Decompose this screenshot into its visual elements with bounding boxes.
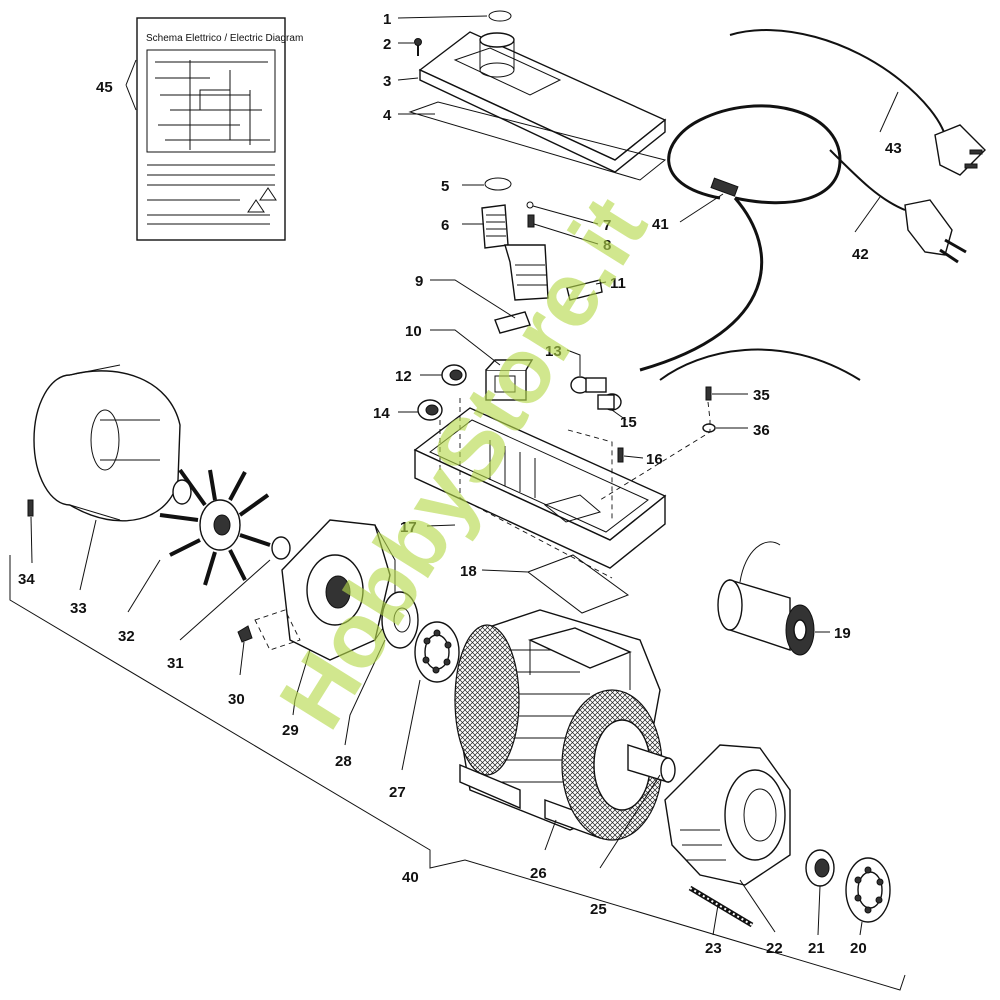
bearing-27 <box>414 621 460 683</box>
label-30: 30 <box>228 691 245 708</box>
stator-winding <box>561 689 663 841</box>
ground-washer <box>702 423 716 433</box>
label-42: 42 <box>852 246 869 263</box>
circlip-ring <box>488 10 512 22</box>
assembly-bracket <box>9 555 906 991</box>
terminal-cover <box>418 31 667 173</box>
fan-impeller <box>159 468 271 586</box>
label-3: 3 <box>383 73 391 90</box>
o-ring <box>484 177 512 191</box>
label-32: 32 <box>118 628 135 645</box>
label-28: 28 <box>335 753 352 770</box>
ground-screw <box>705 386 712 401</box>
label-22: 22 <box>766 940 783 957</box>
label-34: 34 <box>18 571 35 588</box>
cover-screw <box>414 38 422 46</box>
switch-block <box>485 359 534 401</box>
terminal-box-base <box>413 407 667 569</box>
electric-diagram-sheet: Schema Elettrico / Electric Diagram <box>136 17 303 241</box>
bearing-20 <box>845 857 891 923</box>
sheet-title: Schema Elettrico / Electric Diagram <box>146 33 303 44</box>
power-cable-43 <box>729 29 946 136</box>
cable-gland-13 <box>570 376 607 394</box>
base-gasket <box>526 554 630 614</box>
label-8: 8 <box>603 237 611 254</box>
label-13: 13 <box>545 343 562 360</box>
label-45: 45 <box>96 79 113 96</box>
label-26: 26 <box>530 865 547 882</box>
label-17: 17 <box>400 519 417 536</box>
shaft-seal <box>805 849 835 887</box>
plug-schuko <box>904 199 967 264</box>
label-9: 9 <box>415 273 423 290</box>
box-screw <box>617 447 624 463</box>
label-25: 25 <box>590 901 607 918</box>
rear-endshield <box>281 519 396 661</box>
fan-cover <box>33 364 181 522</box>
cable-gland-15 <box>597 393 622 411</box>
label-6: 6 <box>441 217 449 234</box>
fan-cover-screw <box>27 499 34 517</box>
label-40: 40 <box>402 869 419 886</box>
label-1: 1 <box>383 11 391 28</box>
seal-ring <box>271 536 291 560</box>
label-33: 33 <box>70 600 87 617</box>
cover-gasket <box>408 101 667 181</box>
label-15: 15 <box>620 414 637 431</box>
rear-bearing-housing <box>381 591 419 649</box>
power-cable-41 <box>639 104 842 372</box>
label-14: 14 <box>373 405 390 422</box>
label-36: 36 <box>753 422 770 439</box>
label-43: 43 <box>885 140 902 157</box>
label-35: 35 <box>753 387 770 404</box>
front-endshield <box>664 744 791 886</box>
label-5: 5 <box>441 178 449 195</box>
switch-cap <box>494 311 531 334</box>
capacitor <box>717 541 815 656</box>
label-2: 2 <box>383 36 391 53</box>
tie-rod <box>688 885 754 928</box>
rear-dashed-plate <box>254 609 301 651</box>
label-27: 27 <box>389 784 406 801</box>
label-31: 31 <box>167 655 184 672</box>
label-10: 10 <box>405 323 422 340</box>
label-7: 7 <box>603 217 611 234</box>
leader-lines <box>30 15 899 936</box>
bracket-plate <box>566 279 603 301</box>
label-20: 20 <box>850 940 867 957</box>
power-cable-42 <box>659 149 906 381</box>
plug-uk <box>934 124 986 176</box>
label-19: 19 <box>834 625 851 642</box>
rotor-shaft <box>627 744 676 783</box>
label-21: 21 <box>808 940 825 957</box>
rear-nut <box>237 625 253 643</box>
label-16: 16 <box>646 451 663 468</box>
cable-clamp <box>481 204 549 301</box>
label-29: 29 <box>282 722 299 739</box>
label-41: 41 <box>652 216 669 233</box>
label-12: 12 <box>395 368 412 385</box>
label-11: 11 <box>610 275 626 292</box>
label-18: 18 <box>460 563 477 580</box>
part-labels: 1 2 3 4 5 6 7 8 9 10 11 12 13 14 15 16 1… <box>18 11 902 957</box>
label-23: 23 <box>705 940 722 957</box>
label-4: 4 <box>383 107 392 124</box>
cable-gland-nut-14 <box>417 399 443 421</box>
